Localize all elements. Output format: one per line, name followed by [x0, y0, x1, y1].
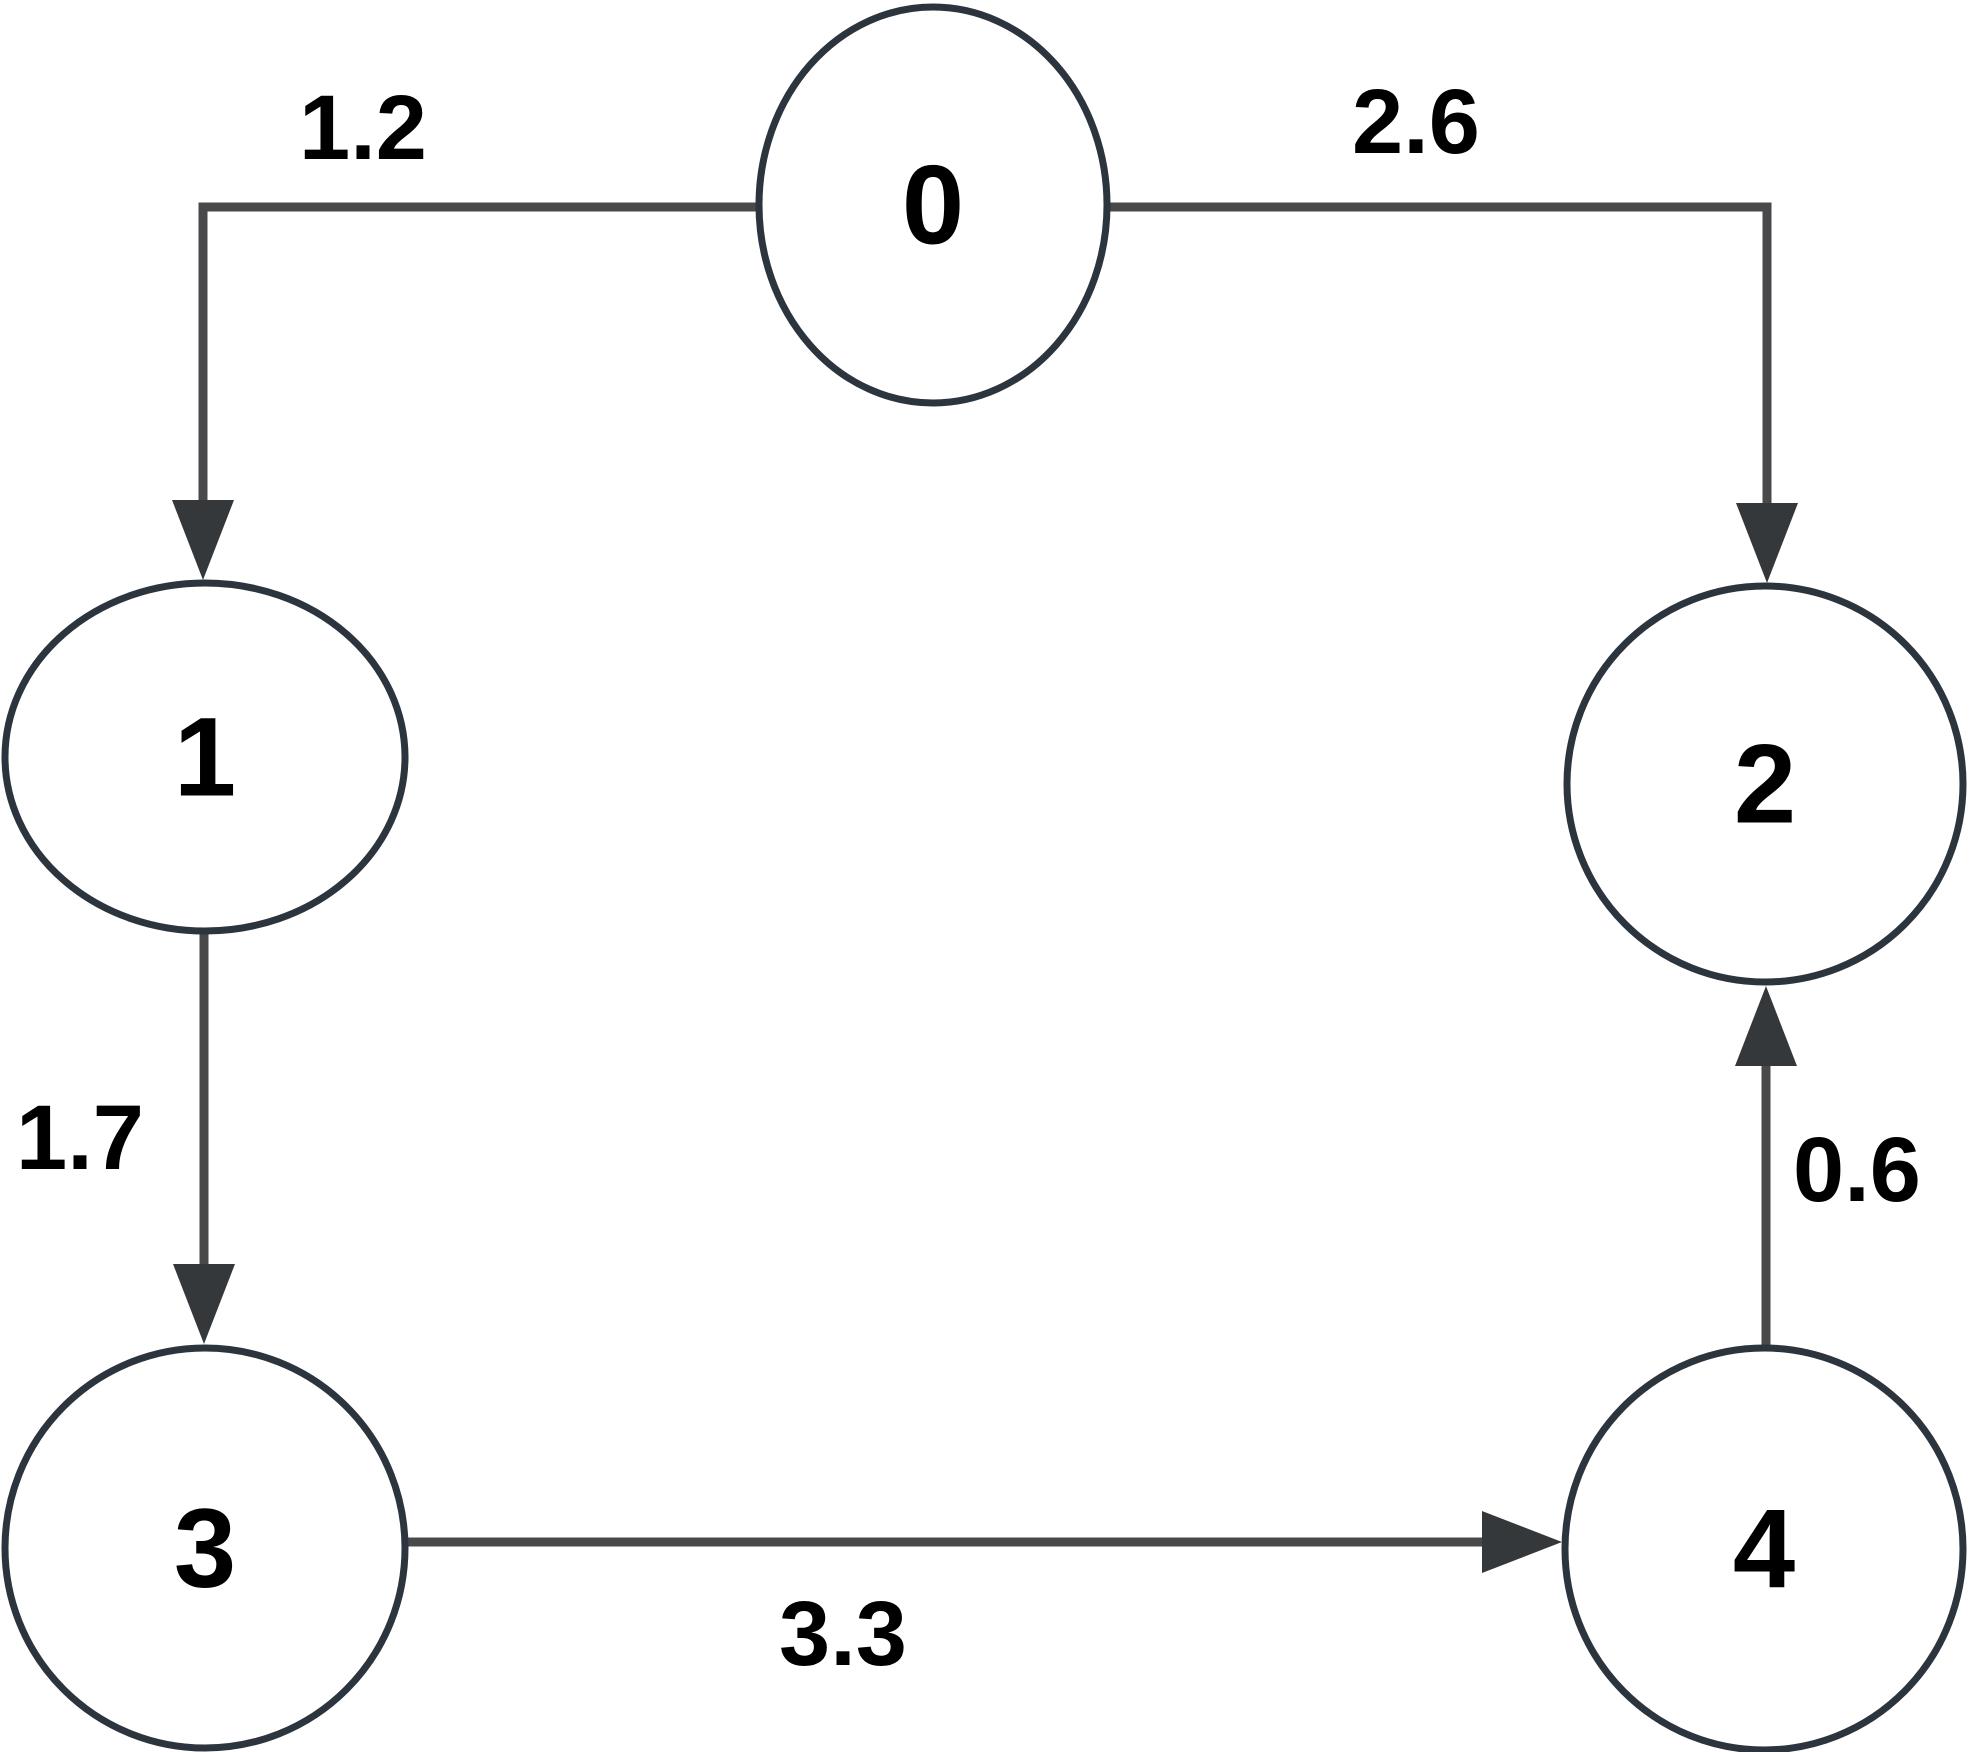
node-0-circle [755, 3, 1111, 407]
edge-0-1-weight-label: 1.2 [299, 77, 427, 179]
node-0-label: 0 [902, 143, 964, 268]
edge-3-4-arrowhead-icon [1482, 1511, 1562, 1573]
edge-4-2-arrowhead-icon [1735, 986, 1797, 1066]
node-1-circle [1, 579, 409, 935]
node-2-label: 2 [1734, 722, 1796, 847]
edge-0-2-weight-label: 2.6 [1352, 71, 1480, 173]
node-4-circle [1561, 1344, 1967, 1752]
edge-0-1 [198, 202, 760, 506]
node-2-circle [1563, 582, 1967, 986]
node-3-label: 3 [174, 1486, 236, 1611]
edge-0-2 [1107, 202, 1772, 509]
edge-1-3-arrowhead-icon [173, 1264, 235, 1344]
edge-0-1-arrowhead-icon [172, 500, 234, 580]
node-3-circle [1, 1344, 409, 1752]
node-1-label: 1 [174, 695, 236, 820]
edge-3-4-weight-label: 3.3 [779, 1583, 907, 1685]
edge-4-2-weight-label: 0.6 [1793, 1119, 1921, 1221]
edge-0-2-arrowhead-icon [1736, 503, 1798, 583]
node-4-label: 4 [1733, 1487, 1795, 1612]
edge-1-3-weight-label: 1.7 [16, 1087, 144, 1189]
